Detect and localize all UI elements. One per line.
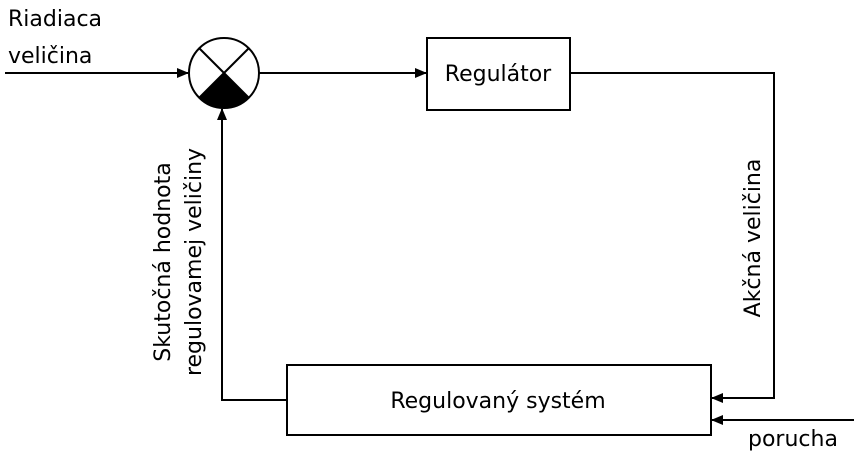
action-arrow [570,72,775,403]
disturbance-label: porucha [748,427,838,452]
input-label-line-1: Riadiaca [8,7,102,32]
regulator-block [426,37,571,111]
input-label-line-2: veličina [8,44,92,69]
feedback-label-line-1: Skutočná hodnota [151,162,176,361]
system-label: Regulovaný systém [390,389,605,414]
summing-junction [188,37,260,109]
action-label: Akčná veličina [741,159,766,318]
summing-junction-cross-2 [198,47,250,99]
system-block [286,364,712,436]
input-label: Riadiaca veličina [8,7,109,69]
feedback-arrow [217,108,287,401]
feedback-label-line-2: regulovamej veličiny [182,148,207,376]
regulator-label: Regulátor [445,62,552,87]
summing-junction-negative-sector [199,73,249,109]
